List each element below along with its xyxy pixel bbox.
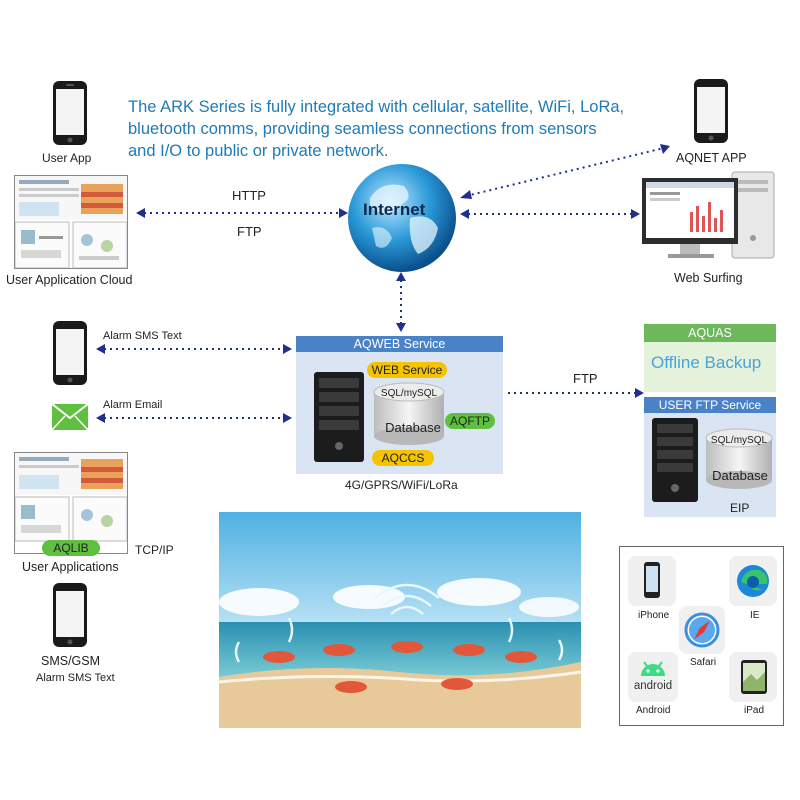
user-application-cloud-screens [14, 175, 128, 269]
iphone-icon [644, 562, 660, 598]
internet-label: Internet [363, 200, 426, 219]
internet-websurfing-arrow [460, 209, 640, 219]
aqweb-service-title: AQWEB Service [296, 336, 503, 352]
edge-icon [737, 565, 769, 597]
android-label: Android [636, 705, 671, 716]
web-surfing-label: Web Surfing [674, 271, 743, 285]
userftp-database-icon [705, 428, 773, 489]
alarm-sms-phone-icon [53, 321, 87, 385]
cloud-internet-arrow [136, 208, 348, 218]
userftp-database-label: Database [712, 468, 768, 483]
ipad-tile [729, 652, 777, 702]
http-label: HTTP [232, 188, 266, 203]
safari-icon [684, 612, 720, 648]
safari-tile [679, 606, 725, 654]
ipad-icon [741, 660, 767, 694]
eip-label: EIP [730, 501, 750, 515]
internet-globe-icon [348, 164, 456, 272]
user-applications-screens [14, 452, 128, 554]
aqftp-pill: AQFTP [445, 413, 495, 429]
userftp-server-icon [652, 418, 698, 502]
email-icon [52, 404, 88, 430]
internet-aqnet-arrow [460, 144, 670, 199]
user-app-phone-icon [53, 81, 87, 145]
ipad-label: iPad [744, 705, 765, 716]
aquas-title: AQUAS [644, 324, 776, 342]
aqweb-userftp-arrow [508, 388, 644, 398]
android-logo-text: android [633, 680, 673, 692]
userftp-sql-label: SQL/mySQL [710, 435, 768, 446]
alarm-sms-label: Alarm SMS Text [103, 330, 182, 342]
user-applications-label: User Applications [22, 560, 119, 574]
user-application-cloud-label: User Application Cloud [6, 273, 133, 287]
safari-label: Safari [690, 657, 717, 668]
beach-sensors-scene [219, 512, 581, 728]
sms-gsm-phone-icon [53, 583, 87, 647]
android-icon [641, 661, 665, 676]
web-surfing-computer-icon [642, 171, 775, 259]
alarm-sms-arrow [96, 344, 292, 354]
intro-text: The ARK Series is fully integrated with … [128, 98, 625, 160]
aqlib-badge: AQLIB [42, 540, 100, 556]
user-app-label: User App [42, 151, 92, 165]
internet-aqweb-arrow [396, 272, 406, 332]
tcpip-label: TCP/IP [135, 543, 174, 557]
aqccs-pill: AQCCS [372, 450, 434, 466]
alarm-email-arrow [96, 413, 292, 423]
aqnet-app-label: AQNET APP [676, 151, 747, 165]
aqweb-database-label: Database [385, 420, 441, 435]
iphone-label: iPhone [638, 610, 670, 621]
ie-tile [729, 556, 777, 606]
aqweb-network-label: 4G/GPRS/WiFi/LoRa [345, 478, 458, 492]
sms-gsm-label: SMS/GSM [41, 654, 101, 668]
iphone-tile [628, 556, 676, 606]
ftp-left-label: FTP [237, 224, 262, 239]
aqweb-database-icon [373, 382, 445, 445]
aqnet-app-phone-icon [694, 79, 728, 143]
ftp-right-label: FTP [573, 371, 598, 386]
web-service-pill: WEB Service [367, 362, 447, 378]
alarm-email-label: Alarm Email [103, 399, 163, 411]
ie-label: IE [750, 610, 760, 621]
sms-gsm-sub-label: Alarm SMS Text [36, 672, 115, 684]
aqweb-server-icon [314, 372, 364, 462]
aqweb-sql-label: SQL/mySQL [380, 388, 438, 399]
android-tile: android [628, 652, 678, 702]
userftp-service-title: USER FTP Service [644, 397, 776, 413]
offline-backup-label: Offline Backup [651, 353, 762, 372]
